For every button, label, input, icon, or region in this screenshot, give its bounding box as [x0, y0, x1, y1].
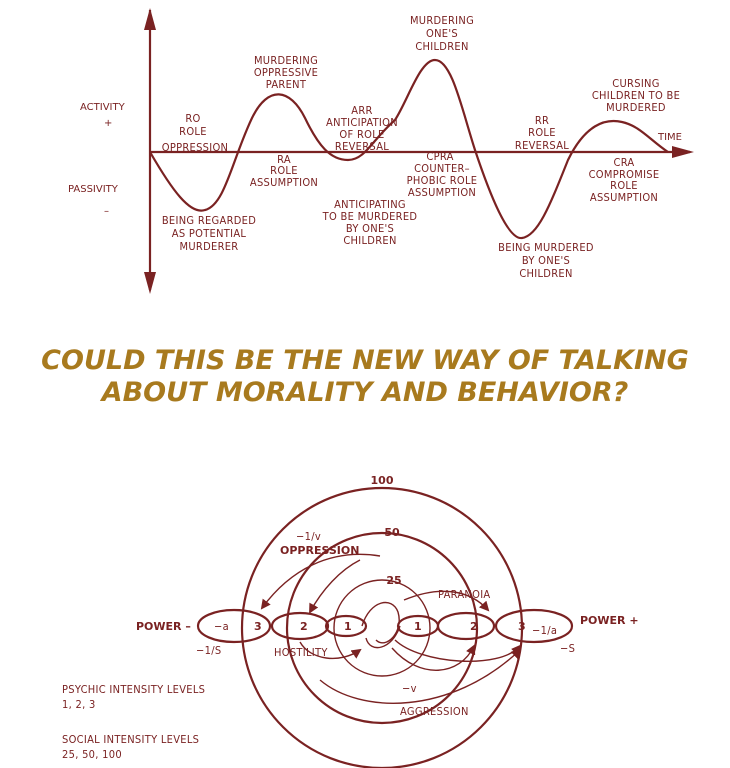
left-lobes: 3 2 1 −a: [196, 608, 368, 644]
minus-a-label: −a: [214, 620, 229, 633]
cpra-label-1: CPRA: [426, 150, 453, 163]
rr-label-2: ROLE: [528, 126, 556, 139]
regarded-label-2: AS POTENTIAL: [172, 227, 247, 240]
center-loop-b: [365, 625, 401, 649]
cra-label-3: ROLE: [610, 179, 638, 192]
ro-label-3: OPPRESSION: [162, 141, 229, 154]
cra-label-2: COMPROMISE: [589, 168, 660, 181]
arrow-aggression-inner: [391, 644, 476, 671]
left-lobe-2: [270, 611, 330, 641]
behavior-wave: [149, 58, 669, 240]
caption: COULD THIS BE THE NEW WAY OF TALKING ABO…: [0, 345, 730, 409]
right-lobe-3: [494, 608, 574, 644]
minus-one-over-a-label: −1/a: [532, 624, 557, 637]
cpra-label-3: PHOBIC ROLE: [407, 174, 478, 187]
ring-25-label: 25: [386, 574, 401, 587]
cpra-label-4: ASSUMPTION: [408, 186, 476, 199]
moc-label-3: CHILDREN: [415, 40, 468, 53]
ro-label-1: RO: [185, 112, 200, 125]
arrow-aggression-outer: [319, 648, 522, 704]
social-values: 25, 50, 100: [62, 748, 122, 761]
y-axis-arrow-down: [144, 272, 156, 294]
caption-line-2: ABOUT MORALITY AND BEHAVIOR?: [101, 377, 629, 408]
ra-label-2: ROLE: [270, 164, 298, 177]
murdered-label-2: BY ONE'S: [522, 254, 570, 267]
rr-label-3: REVERSAL: [515, 139, 569, 152]
ring-100: [240, 486, 524, 768]
murdered-label-3: CHILDREN: [519, 267, 572, 280]
mop-label-2: OPPRESSIVE: [254, 66, 318, 79]
right-lobe-2-label: 2: [470, 620, 478, 633]
ring-50-label: 50: [384, 526, 400, 539]
right-lobe-2: [436, 611, 496, 641]
ra-label-3: ASSUMPTION: [250, 176, 318, 189]
cursing-label-2: CHILDREN TO BE: [592, 89, 680, 102]
top-diagram: ACTIVITY + PASSIVITY – TIME RO ROLE OPPR…: [68, 8, 694, 294]
arr-label-4: REVERSAL: [335, 140, 389, 153]
regarded-label-3: MURDERER: [180, 240, 239, 253]
rr-label-1: RR: [535, 114, 549, 127]
right-lobe-3-label: 3: [518, 620, 526, 633]
power-minus-label: POWER –: [136, 620, 191, 633]
moc-label-1: MURDERING: [410, 14, 474, 27]
anticipating-label-4: CHILDREN: [343, 234, 396, 247]
anticipating-label-2: TO BE MURDERED: [322, 210, 418, 223]
activity-sign: +: [104, 118, 112, 129]
caption-line-1: COULD THIS BE THE NEW WAY OF TALKING: [41, 345, 689, 376]
social-title: SOCIAL INTENSITY LEVELS: [62, 733, 199, 746]
ro-label-2: ROLE: [179, 125, 207, 138]
anticipating-label-1: ANTICIPATING: [334, 198, 406, 211]
oppression-label: OPPRESSION: [280, 544, 359, 557]
right-lobe-1-label: 1: [414, 620, 422, 633]
left-lobe-1-label: 1: [344, 620, 352, 633]
time-axis-arrow: [672, 146, 694, 158]
cra-label-4: ASSUMPTION: [590, 191, 658, 204]
arrow-paranoia: [403, 590, 490, 612]
arr-label-1: ARR: [351, 104, 372, 117]
cpra-label-2: COUNTER–: [414, 162, 470, 175]
anticipating-label-3: BY ONE'S: [346, 222, 394, 235]
right-lobes: 1 2 3 −1/a: [396, 608, 574, 644]
ring-25: [333, 579, 431, 677]
cra-label-1: CRA: [613, 156, 634, 169]
mop-label-3: PARENT: [266, 78, 307, 91]
hostility-label: HOSTILITY: [274, 646, 328, 659]
activity-label: ACTIVITY: [80, 102, 126, 113]
minus-v-label: −v: [402, 682, 417, 695]
bottom-diagram: 100 50 25 3 2 1 −a 1 2 3 −1/a: [62, 474, 639, 768]
minus-s-label: −S: [560, 642, 575, 655]
arrow-oppression-left: [260, 553, 381, 610]
arrow-hostility: [299, 641, 362, 660]
left-lobe-3-label: 3: [254, 620, 262, 633]
minus-one-over-v-label: −1/v: [296, 530, 321, 543]
passivity-label: PASSIVITY: [68, 184, 119, 195]
aggression-label: AGGRESSION: [400, 705, 469, 718]
time-label: TIME: [657, 132, 682, 143]
cursing-label-3: MURDERED: [606, 101, 666, 114]
passivity-sign: –: [104, 206, 109, 217]
minus-one-over-s-label: −1/S: [196, 644, 221, 657]
cursing-label-1: CURSING: [612, 77, 659, 90]
power-plus-label: POWER +: [580, 614, 639, 627]
y-axis-arrow-up: [144, 8, 156, 30]
regarded-label-1: BEING REGARDED: [162, 214, 256, 227]
psychic-values: 1, 2, 3: [62, 698, 96, 711]
left-lobe-1: [324, 614, 368, 638]
ra-label-1: RA: [277, 153, 291, 166]
ring-50: [285, 531, 479, 725]
psychic-title: PSYCHIC INTENSITY LEVELS: [62, 683, 205, 696]
arrow-right-outer: [394, 639, 522, 662]
mop-label-1: MURDERING: [254, 54, 318, 67]
moc-label-2: ONE'S: [426, 27, 458, 40]
center-loop-a: [361, 601, 400, 644]
left-lobe-3: [196, 608, 272, 644]
left-lobe-2-label: 2: [300, 620, 308, 633]
ring-100-label: 100: [371, 474, 394, 487]
arr-label-3: OF ROLE: [339, 128, 384, 141]
arrow-oppression-inner: [309, 559, 361, 614]
paranoia-label: PARANOIA: [438, 588, 491, 601]
murdered-label-1: BEING MURDERED: [498, 241, 594, 254]
arr-label-2: ANTICIPATION: [326, 116, 398, 129]
